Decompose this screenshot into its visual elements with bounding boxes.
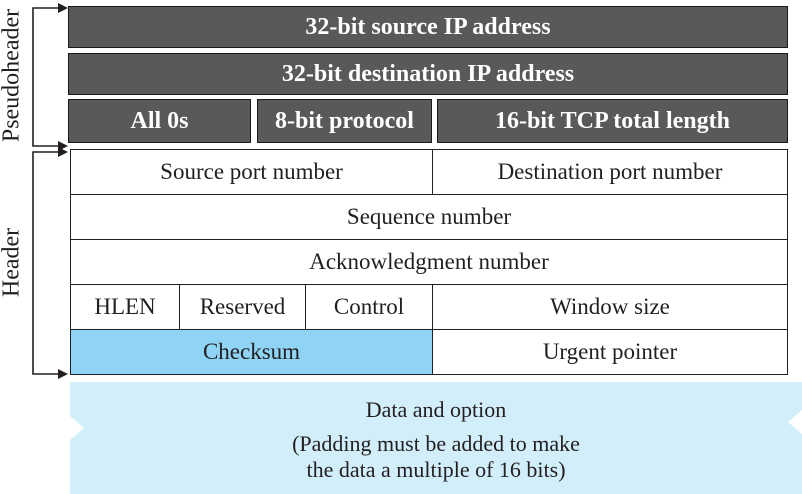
reserved-field: Reserved	[179, 284, 306, 330]
arrow-head	[58, 147, 68, 157]
tcp-length-field: 16-bit TCP total length	[437, 99, 788, 143]
destination-port-field: Destination port number	[432, 149, 788, 195]
source-ip-field: 32-bit source IP address	[68, 6, 788, 48]
ack-number-field: Acknowledgment number	[70, 239, 788, 285]
header-bracket	[32, 151, 62, 375]
destination-ip-field: 32-bit destination IP address	[68, 53, 788, 95]
urgent-pointer-field: Urgent pointer	[432, 329, 788, 375]
protocol-field: 8-bit protocol	[257, 99, 432, 143]
data-note-line-1: (Padding must be added to make	[292, 431, 580, 456]
pseudoheader-label: Pseudoheader	[0, 8, 25, 143]
data-note-line-2: the data a multiple of 16 bits)	[306, 457, 566, 482]
hlen-field: HLEN	[70, 284, 180, 330]
arrow-head	[58, 3, 68, 13]
data-area-shape	[70, 382, 802, 494]
source-port-field: Source port number	[70, 149, 433, 195]
bracket-arrowheads	[58, 3, 68, 379]
window-size-field: Window size	[432, 284, 788, 330]
pseudoheader-bracket	[32, 7, 62, 147]
sequence-number-field: Sequence number	[70, 194, 788, 240]
arrow-head	[58, 369, 68, 379]
all-zeros-field: All 0s	[68, 99, 251, 143]
checksum-field: Checksum	[70, 329, 433, 375]
header-label: Header	[0, 227, 25, 298]
data-title: Data and option	[365, 397, 507, 422]
control-field: Control	[305, 284, 433, 330]
